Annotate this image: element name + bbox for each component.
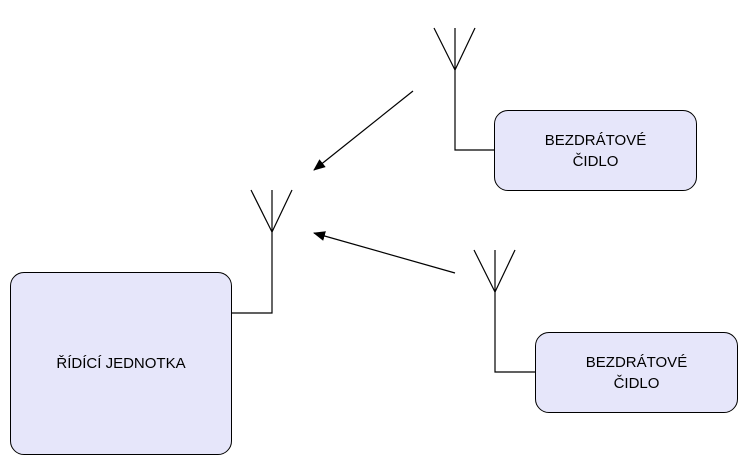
wireless-sensor-box-bottom: BEZDRÁTOVÉ ČIDLO: [535, 332, 738, 413]
sensor-top-antenna-icon: [433, 27, 494, 151]
signal-arrow-bottom: [313, 231, 456, 274]
control-unit-label: ŘÍDÍCÍ JEDNOTKA: [56, 355, 186, 372]
control-unit-antenna-icon: [232, 189, 293, 314]
control-unit-box: ŘÍDÍCÍ JEDNOTKA: [10, 272, 232, 455]
signal-arrow-top: [313, 90, 414, 171]
wireless-sensor-box-top: BEZDRÁTOVÉ ČIDLO: [494, 110, 697, 191]
wireless-sensor-label: BEZDRÁTOVÉ ČIDLO: [585, 353, 688, 392]
wireless-sensor-label: BEZDRÁTOVÉ ČIDLO: [544, 131, 647, 170]
sensor-bottom-antenna-icon: [473, 249, 535, 373]
